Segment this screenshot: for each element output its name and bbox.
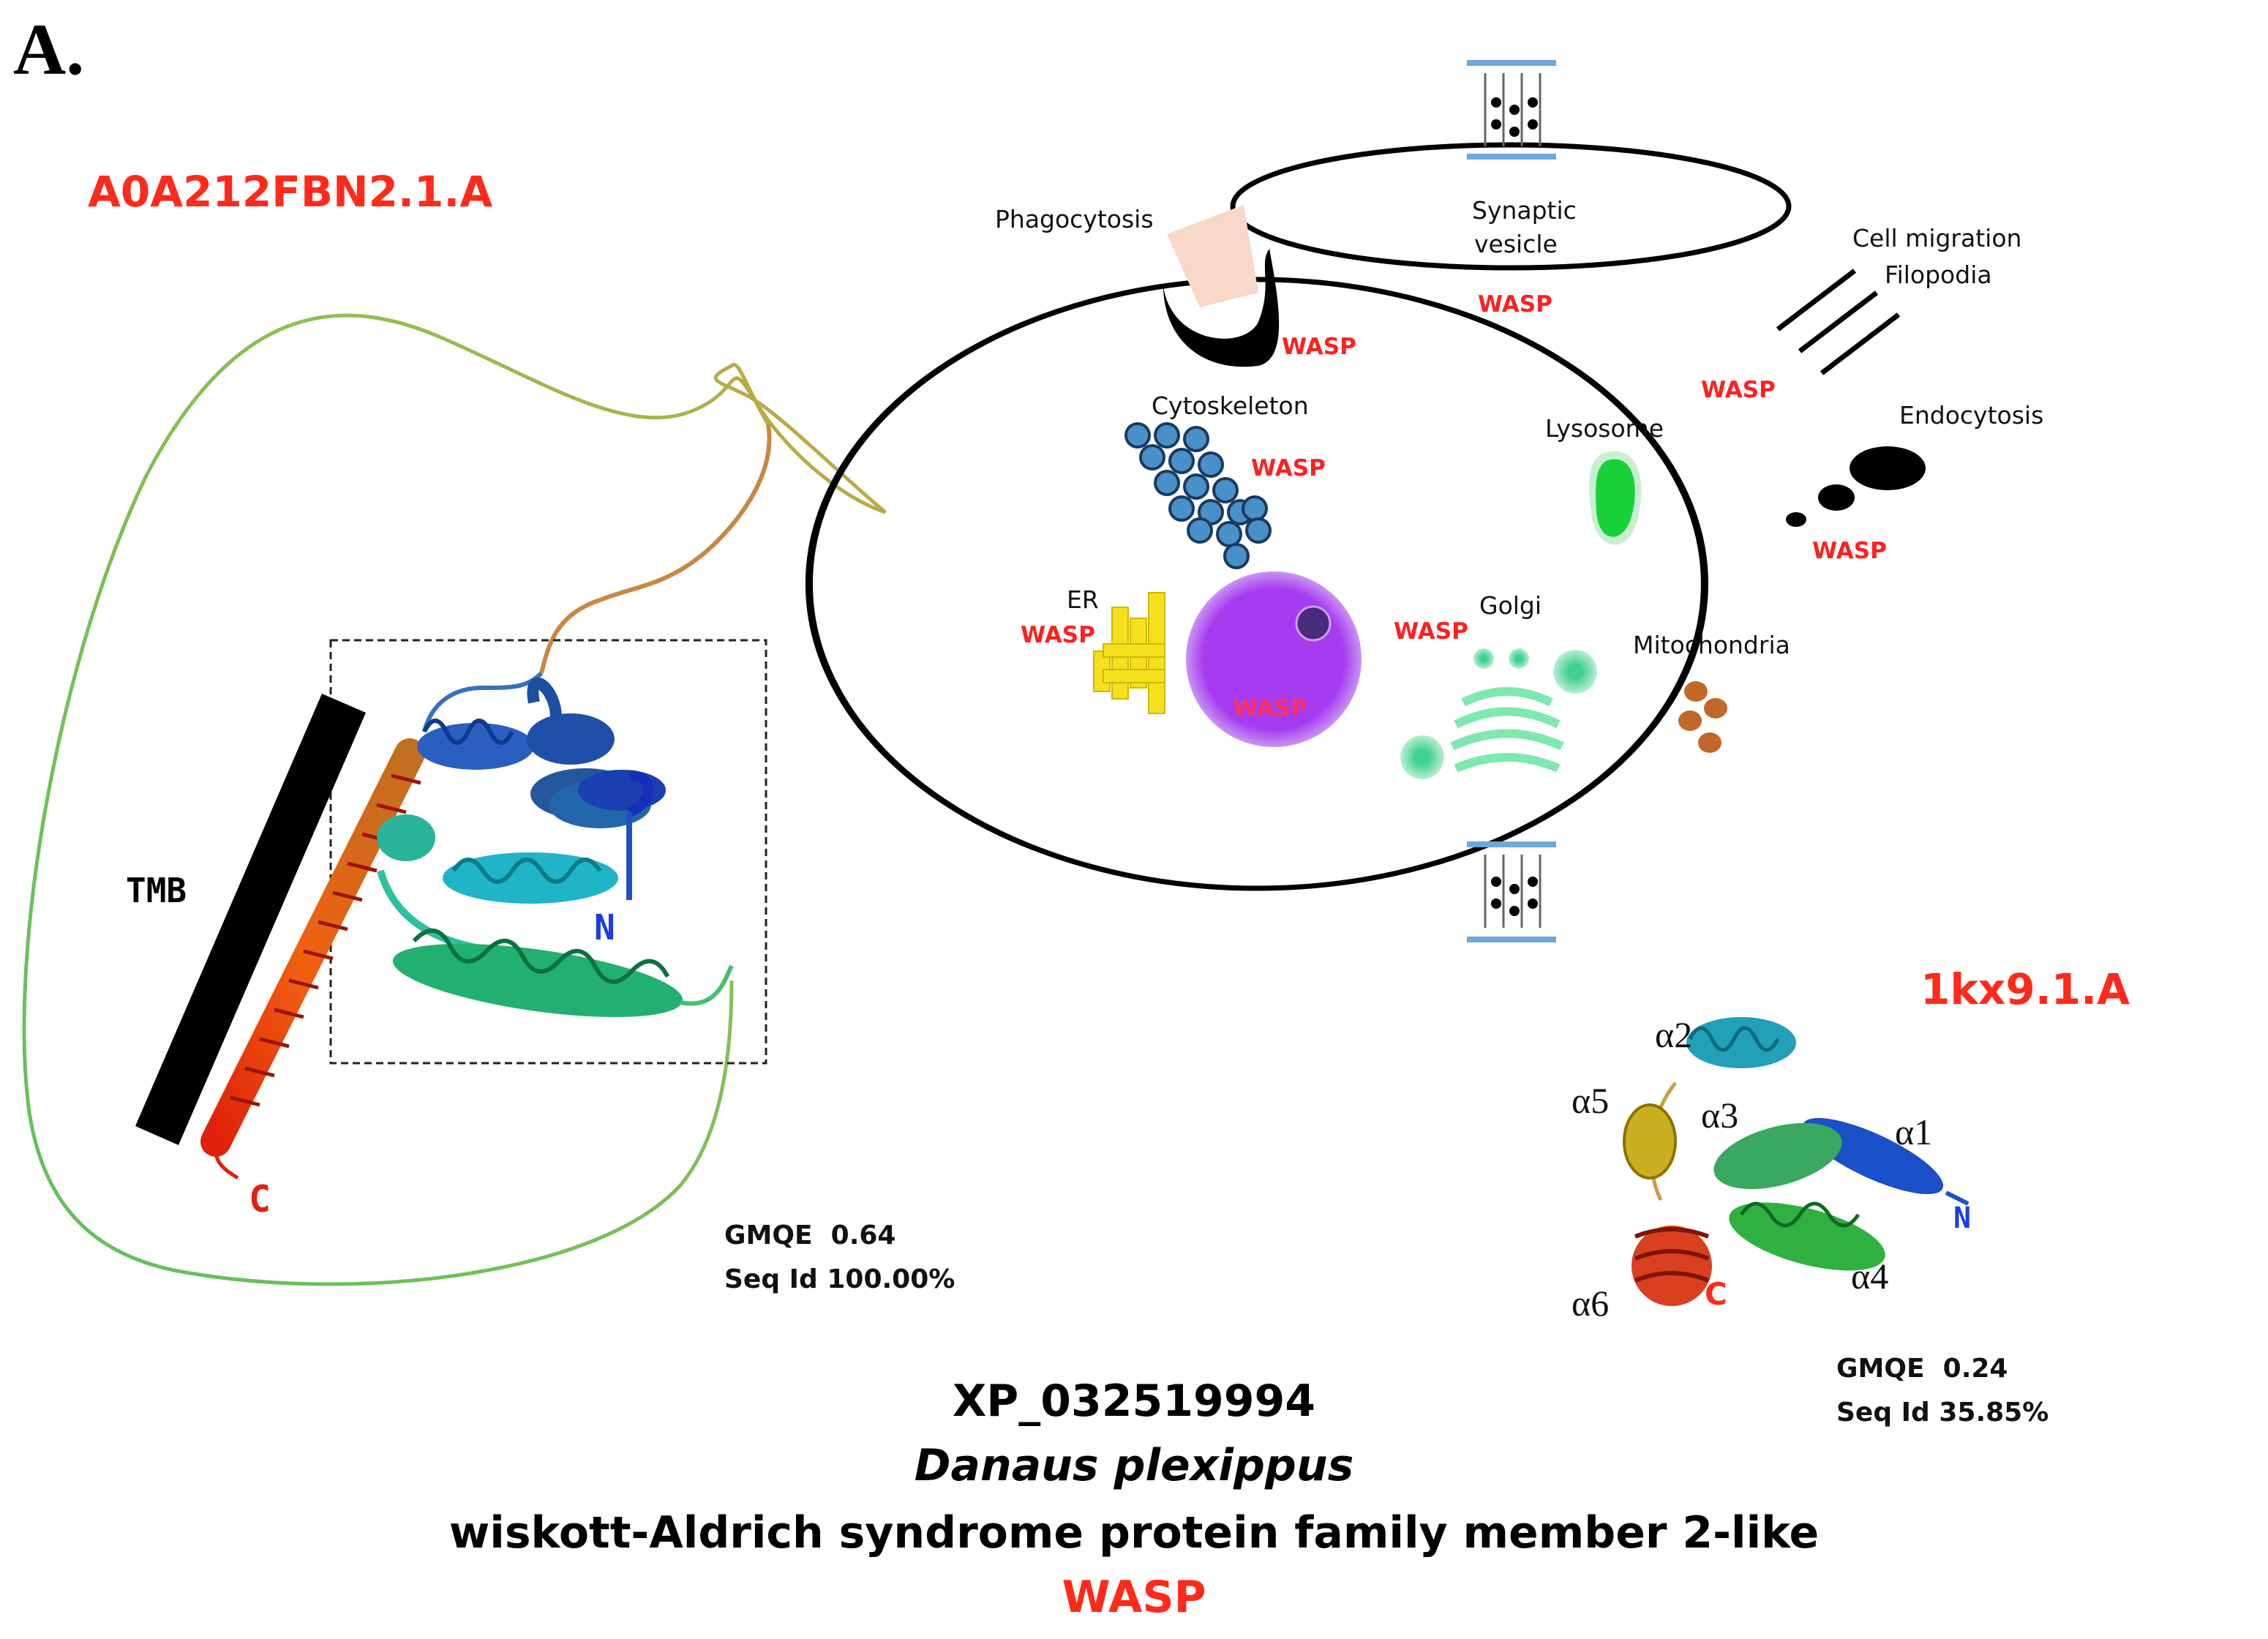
channel-top [1467, 60, 1556, 160]
domain-box [329, 639, 767, 1065]
left-n-terminus-label: N [594, 907, 615, 948]
helix-label-a5: α5 [1572, 1080, 1610, 1121]
caption-accession: XP_032519994 [953, 1376, 1315, 1427]
linker-strand-2 [422, 671, 544, 732]
wasp-tag-migration: WASP [1701, 377, 1776, 403]
filopodia [1776, 269, 1901, 375]
figure-graphics [22, 60, 1970, 1306]
panel-label: A. [13, 9, 85, 90]
wasp-tag-cytoskeleton: WASP [1251, 455, 1326, 481]
right-model-title: 1kx9.1.A [1920, 964, 2130, 1014]
golgi-label: Golgi [1479, 591, 1542, 620]
tmb-label: TMB [126, 871, 187, 910]
left-seqid-value: 100.00% [827, 1264, 955, 1294]
wasp-tag-synaptic: WASP [1478, 291, 1552, 318]
channel-bottom [1467, 841, 1556, 942]
lysosome-label: Lysosome [1545, 414, 1664, 443]
mitochondria-label: Mitochondria [1633, 631, 1790, 659]
cell-migration-label: Cell migration [1852, 224, 2022, 252]
phagocytosis-cup [1163, 205, 1280, 367]
helix-label-a2: α2 [1655, 1014, 1693, 1055]
left-seqid-label: Seq Id [724, 1264, 818, 1294]
cell-diagram [805, 60, 1926, 942]
synaptic-vesicle-label-2: vesicle [1474, 230, 1558, 258]
right-c-terminus-label: C [1705, 1276, 1727, 1312]
synaptic-vesicle-label-1: Synaptic [1472, 196, 1577, 225]
cytoskeleton-beads [1124, 422, 1272, 569]
linker-strand [539, 424, 772, 674]
right-gmqe: GMQE 0.24 [1836, 1354, 2008, 1384]
er-shape [1093, 592, 1165, 714]
right-seqid-label: Seq Id [1836, 1398, 1930, 1428]
left-gmqe: GMQE 0.64 [724, 1220, 895, 1250]
disordered-loop [22, 313, 887, 1286]
left-model-title: A0A212FBN2.1.A [88, 167, 493, 217]
globular-domain [377, 678, 734, 1018]
endocytosis-label: Endocytosis [1899, 401, 2044, 430]
golgi-apparatus [1400, 648, 1597, 779]
caption-short-name: WASP [1062, 1572, 1206, 1623]
nucleus [1186, 571, 1362, 747]
right-gmqe-value: 0.24 [1942, 1354, 2008, 1384]
caption-species: Danaus plexippus [914, 1440, 1354, 1491]
helix-label-a6: α6 [1572, 1283, 1610, 1324]
wasp-tag-phagocytosis: WASP [1282, 334, 1356, 360]
wasp-tag-endocytosis: WASP [1812, 538, 1887, 564]
left-protein-model [22, 313, 887, 1286]
helix-label-a3: α3 [1701, 1095, 1739, 1136]
cell-membrane [805, 277, 1708, 891]
filopodia-label: Filopodia [1885, 260, 1992, 289]
left-seqid: Seq Id 100.00% [724, 1264, 955, 1294]
synaptic-vesicle [1230, 142, 1792, 271]
left-c-terminus-label: C [249, 1178, 271, 1220]
right-n-terminus-label: N [1953, 1201, 1972, 1235]
mitochondria-shape [1678, 681, 1727, 753]
lysosome-shape [1589, 451, 1642, 545]
right-gmqe-label: GMQE [1836, 1354, 1925, 1384]
phagocytosis-label: Phagocytosis [995, 205, 1154, 233]
right-seqid: Seq Id 35.85% [1836, 1398, 2049, 1428]
wasp-tag-er: WASP [1021, 622, 1095, 648]
endocytosis-vesicles [1786, 446, 1926, 527]
helix-label-a4: α4 [1851, 1256, 1889, 1297]
er-label: ER [1067, 585, 1099, 614]
cytoskeleton-label: Cytoskeleton [1152, 391, 1309, 420]
left-gmqe-label: GMQE [724, 1220, 813, 1250]
left-gmqe-value: 0.64 [830, 1220, 896, 1250]
wasp-tag-nucleus: WASP [1233, 695, 1307, 721]
wasp-tag-golgi: WASP [1394, 618, 1468, 645]
caption-protein-name: wiskott-Aldrich syndrome protein family … [448, 1507, 1820, 1559]
helix-label-a1: α1 [1895, 1111, 1933, 1152]
right-protein-model [1623, 1017, 1970, 1306]
tmb-bar [135, 694, 366, 1145]
right-seqid-value: 35.85% [1939, 1398, 2049, 1428]
